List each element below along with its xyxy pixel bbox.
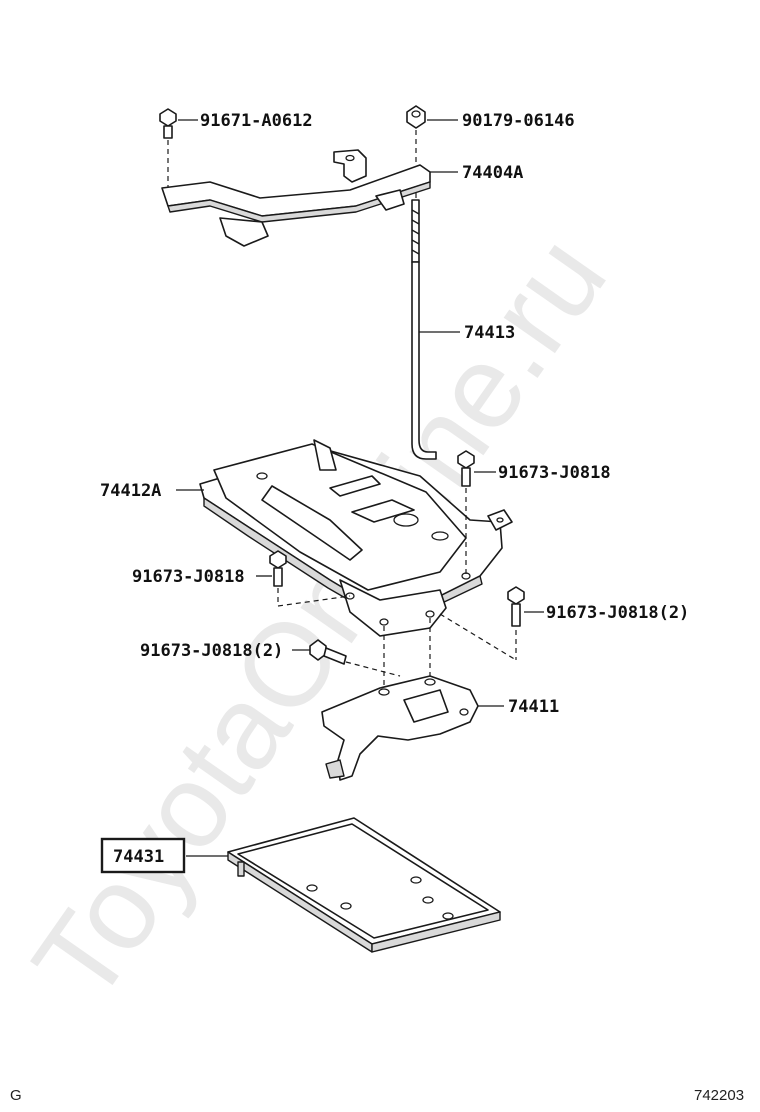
label-91671-a0612: 91671-A0612 — [200, 111, 313, 131]
footer-right-code: 742203 — [694, 1087, 744, 1104]
bolt-91673-j0818-right-upper — [457, 450, 475, 574]
label-91673-j0818-left: 91673-J0818 — [132, 567, 245, 587]
label-74431: 74431 — [113, 847, 164, 867]
clamp-74404a — [161, 149, 431, 247]
carrier-74412a — [199, 439, 513, 637]
bolt-91673-j0818-right-lower — [439, 586, 525, 661]
bolt-91673-j0818-center — [309, 618, 431, 686]
rod-74413 — [411, 199, 437, 460]
label-74413: 74413 — [464, 323, 515, 343]
footer-left-code: G — [10, 1087, 22, 1104]
highlight-box-74431 — [100, 837, 186, 874]
label-91673-j0818-right-lower: 91673-J0818(2) — [546, 603, 689, 623]
bolt-91673-j0818-left — [269, 550, 351, 607]
tray-74431 — [227, 817, 501, 953]
label-74404a: 74404A — [462, 163, 523, 183]
label-91673-j0818-right-upper: 91673-J0818 — [498, 463, 611, 483]
bracket-74411 — [321, 675, 479, 781]
label-91673-j0818-center: 91673-J0818(2) — [140, 641, 283, 661]
label-74411: 74411 — [508, 697, 559, 717]
label-74412a: 74412A — [100, 481, 161, 501]
label-90179-06146: 90179-06146 — [462, 111, 575, 131]
bolt-91671-a0612 — [159, 108, 177, 190]
